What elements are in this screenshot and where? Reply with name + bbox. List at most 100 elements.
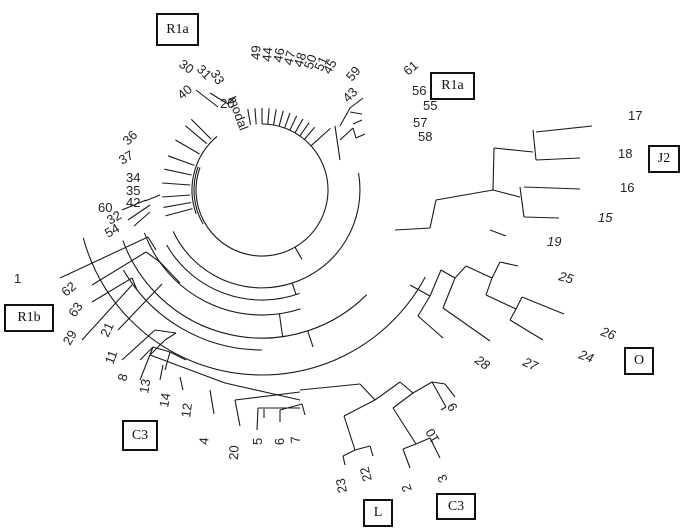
branch-segment xyxy=(349,111,363,115)
leaf-label-11: 11 xyxy=(102,348,121,366)
branch-segment xyxy=(355,133,366,139)
inner-circle-arc xyxy=(195,123,329,257)
leaf-label-3: 3 xyxy=(434,472,451,485)
leaf-label-55: 55 xyxy=(423,98,437,113)
branch-segment xyxy=(131,277,138,291)
cluster-arc xyxy=(143,232,301,316)
leaf-tick xyxy=(284,112,291,129)
branch-segment xyxy=(523,216,560,219)
branch-segment xyxy=(519,186,525,218)
branch-segment xyxy=(442,277,456,309)
branch-segment xyxy=(121,329,156,361)
branch-segment xyxy=(509,319,544,341)
branch-segment xyxy=(431,381,447,408)
branch-segment xyxy=(169,351,187,361)
leaf-tick xyxy=(167,155,195,166)
branch-segment xyxy=(491,261,501,279)
branch-segment xyxy=(159,261,181,284)
branch-segment xyxy=(440,269,456,279)
leaf-label-50: 50 xyxy=(301,52,320,71)
cluster-arc xyxy=(82,237,426,376)
branch-segment xyxy=(343,399,376,417)
branch-segment xyxy=(139,346,154,361)
branch-segment xyxy=(144,194,161,202)
leaf-label-54: 54 xyxy=(102,220,122,240)
leaf-label-36: 36 xyxy=(120,127,141,148)
leaf-tick xyxy=(175,139,200,155)
haplogroup-label: L xyxy=(373,505,383,520)
branch-segment xyxy=(159,364,164,381)
leaf-label-59: 59 xyxy=(343,63,364,84)
branch-segment xyxy=(394,227,431,231)
branch-segment xyxy=(59,236,149,279)
branch-segment xyxy=(349,97,364,109)
leaf-label-58: 58 xyxy=(418,129,432,144)
branch-segment xyxy=(147,236,157,251)
branch-segment xyxy=(399,381,414,394)
branch-ray xyxy=(307,330,314,348)
branch-segment xyxy=(164,332,177,341)
branch-segment xyxy=(492,147,495,191)
branch-segment xyxy=(412,381,433,394)
haplogroup-box-r1b: R1b xyxy=(4,304,54,332)
branch-segment xyxy=(354,445,371,451)
branch-segment xyxy=(431,381,446,385)
branch-segment xyxy=(465,265,493,279)
branch-segment xyxy=(279,403,303,411)
cluster-arc xyxy=(122,269,263,351)
cluster-arc xyxy=(122,240,368,339)
branch-segment xyxy=(454,265,467,279)
branch-segment xyxy=(227,95,237,105)
branch-segment xyxy=(485,294,517,310)
haplogroup-box-r1a-top: R1a xyxy=(156,13,199,46)
branch-segment xyxy=(164,351,171,371)
leaf-label-27: 27 xyxy=(520,354,541,374)
haplogroup-label: R1a xyxy=(166,21,189,37)
haplogroup-label: O xyxy=(633,353,645,368)
leaf-label-1: 1 xyxy=(14,271,21,286)
inner-circle-arc xyxy=(191,135,218,215)
branch-segment xyxy=(535,157,581,161)
leaf-label-44: 44 xyxy=(259,47,275,63)
leaf-label-35: 35 xyxy=(126,183,140,198)
leaf-label-51: 51 xyxy=(311,54,331,73)
branch-segment xyxy=(417,295,431,317)
branch-segment xyxy=(417,315,444,339)
branch-segment xyxy=(334,125,341,161)
branch-segment xyxy=(369,445,374,457)
leaf-label-15: 15 xyxy=(598,210,613,225)
branch-segment xyxy=(359,383,376,401)
leaf-tick xyxy=(310,127,331,147)
branch-segment xyxy=(429,269,442,297)
leaf-tick xyxy=(267,108,270,125)
branch-segment xyxy=(402,443,417,450)
leaf-label-12: 12 xyxy=(178,402,195,418)
branch-segment xyxy=(133,211,151,227)
branch-segment xyxy=(415,437,431,445)
leaf-label-47: 47 xyxy=(280,49,298,67)
branch-segment xyxy=(209,389,215,415)
leaf-tick xyxy=(190,118,212,140)
leaf-label-5: 5 xyxy=(250,438,265,445)
branch-segment xyxy=(343,415,356,451)
branch-segment xyxy=(532,129,537,161)
leaf-label-14: 14 xyxy=(156,392,173,409)
branch-ray xyxy=(291,283,297,295)
leaf-label-9: 9 xyxy=(444,400,461,414)
leaf-tick xyxy=(272,109,277,126)
branch-segment xyxy=(179,376,184,391)
branch-segment xyxy=(195,89,219,108)
branch-segment xyxy=(521,296,565,315)
leaf-tick xyxy=(162,194,191,198)
leaf-label-24: 24 xyxy=(576,346,596,365)
branch-segment xyxy=(81,284,133,341)
branch-segment xyxy=(149,354,226,384)
leaf-label-61: 61 xyxy=(400,58,421,79)
branch-segment xyxy=(535,125,593,133)
leaf-label-33: 33 xyxy=(207,67,227,87)
leaf-label-20: 20 xyxy=(226,445,241,460)
branch-segment xyxy=(392,392,414,409)
leaf-label-60: 60 xyxy=(98,200,112,215)
branch-segment xyxy=(339,127,354,141)
